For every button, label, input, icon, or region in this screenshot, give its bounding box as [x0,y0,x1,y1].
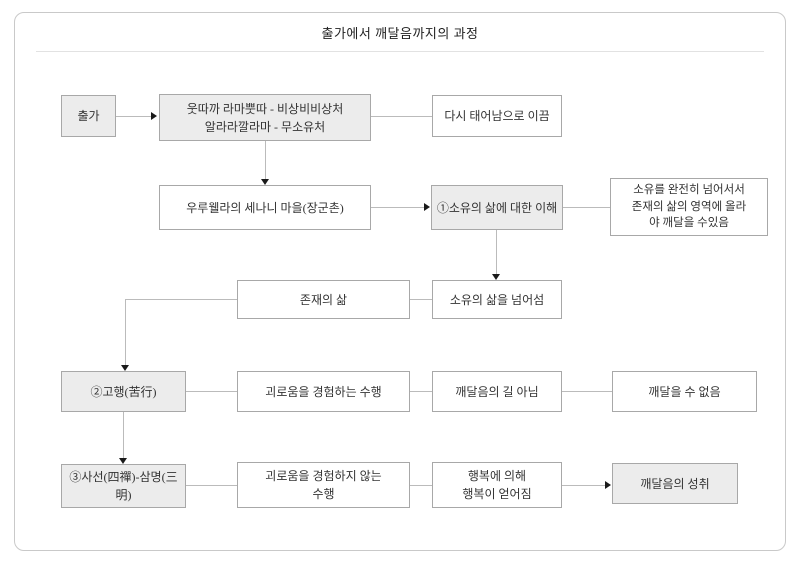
node-asceticism-label: ②고행(苦行) [90,384,157,399]
node-non-suffering-practice: 괴로움을 경험하지 않는 수행 [237,462,410,508]
node-chulga-label: 출가 [77,109,100,123]
connector-understanding-note [563,207,610,208]
connector-notpath-cannot [562,391,612,392]
connector-chulga-teachers [116,116,152,117]
node-attainment: 깨달음의 성취 [612,463,738,504]
connector-existence-elbow-h [125,299,237,300]
node-cannot-awaken: 깨달을 수 없음 [612,371,757,412]
node-transcend: 소유의 삶을 넘어섬 [432,280,562,319]
title-divider [36,51,764,52]
diagram-title: 출가에서 깨달음까지의 과정 [321,26,479,41]
connector-existence-asceticism [125,299,126,365]
node-four-jhanas: ③사선(四禪)-삼명(三明) [61,464,186,508]
node-ownership-note-line2: 존재의 삶의 영역에 올라 [631,200,747,213]
node-ownership-note: 소유를 완전히 넘어서서 존재의 삶의 영역에 올라 야 깨달을 수있음 [610,178,768,236]
node-teachers-line2: 알라라깔라마 - 무소유처 [204,119,326,134]
node-teachers-line1: 웃따까 라마뿟따 - 비상비비상처 [186,101,344,116]
connector-suffering-notpath [410,391,432,392]
node-ownership-note-line3: 야 깨달을 수있음 [649,217,729,230]
node-rebirth: 다시 태어남으로 이끔 [432,95,562,137]
node-rebirth-label: 다시 태어남으로 이끔 [444,109,550,123]
node-uruvela: 우루웰라의 세나니 마을(장군촌) [159,185,371,230]
arrowhead-down-icon [492,274,500,280]
arrowhead-right-icon [151,112,157,120]
node-existence-label: 존재의 삶 [299,292,348,307]
connector-teachers-rebirth [371,116,432,117]
connector-teachers-uruvela [265,141,266,179]
connector-uruvela-understanding [371,207,425,208]
connector-happiness-attainment [562,485,606,486]
node-asceticism: ②고행(苦行) [61,371,186,412]
node-teachers: 웃따까 라마뿟따 - 비상비비상처 알라라깔라마 - 무소유처 [159,94,371,141]
node-non-suffering-practice-line1: 괴로움을 경험하지 않는 [265,469,382,483]
node-understanding-label: ①소유의 삶에 대한 이해 [436,200,558,215]
node-ownership-note-line1: 소유를 완전히 넘어서서 [633,183,745,196]
node-transcend-label: 소유의 삶을 넘어섬 [449,292,545,307]
arrowhead-down-icon [261,179,269,185]
node-uruvela-label: 우루웰라의 세나니 마을(장군촌) [186,200,344,215]
connector-understanding-transcend [496,230,497,274]
node-non-suffering-practice-line2: 수행 [312,487,335,501]
node-suffering-practice-label: 괴로움을 경험하는 수행 [265,384,382,399]
node-cannot-awaken-label: 깨달을 수 없음 [648,384,721,399]
connector-asceticism-suffering [186,391,237,392]
node-not-path: 깨달음의 길 아님 [432,371,562,412]
node-happiness-line2: 행복이 얻어짐 [462,487,532,501]
connector-jhanas-nonsuffering [186,485,237,486]
node-chulga: 출가 [61,95,116,137]
arrowhead-right-icon [424,203,430,211]
node-existence: 존재의 삶 [237,280,410,319]
connector-asceticism-jhanas [123,412,124,458]
node-happiness: 행복에 의해 행복이 얻어짐 [432,462,562,508]
connector-existence-transcend [410,299,432,300]
node-four-jhanas-label: ③사선(四禪)-삼명(三明) [69,470,178,502]
arrowhead-right-icon [605,481,611,489]
node-attainment-label: 깨달음의 성취 [640,476,710,491]
arrowhead-down-icon [121,365,129,371]
arrowhead-down-icon [119,458,127,464]
connector-nonsuffering-happiness [410,485,432,486]
node-not-path-label: 깨달음의 길 아님 [455,384,539,399]
node-suffering-practice: 괴로움을 경험하는 수행 [237,371,410,412]
node-happiness-line1: 행복에 의해 [467,469,527,483]
node-understanding: ①소유의 삶에 대한 이해 [431,185,563,230]
